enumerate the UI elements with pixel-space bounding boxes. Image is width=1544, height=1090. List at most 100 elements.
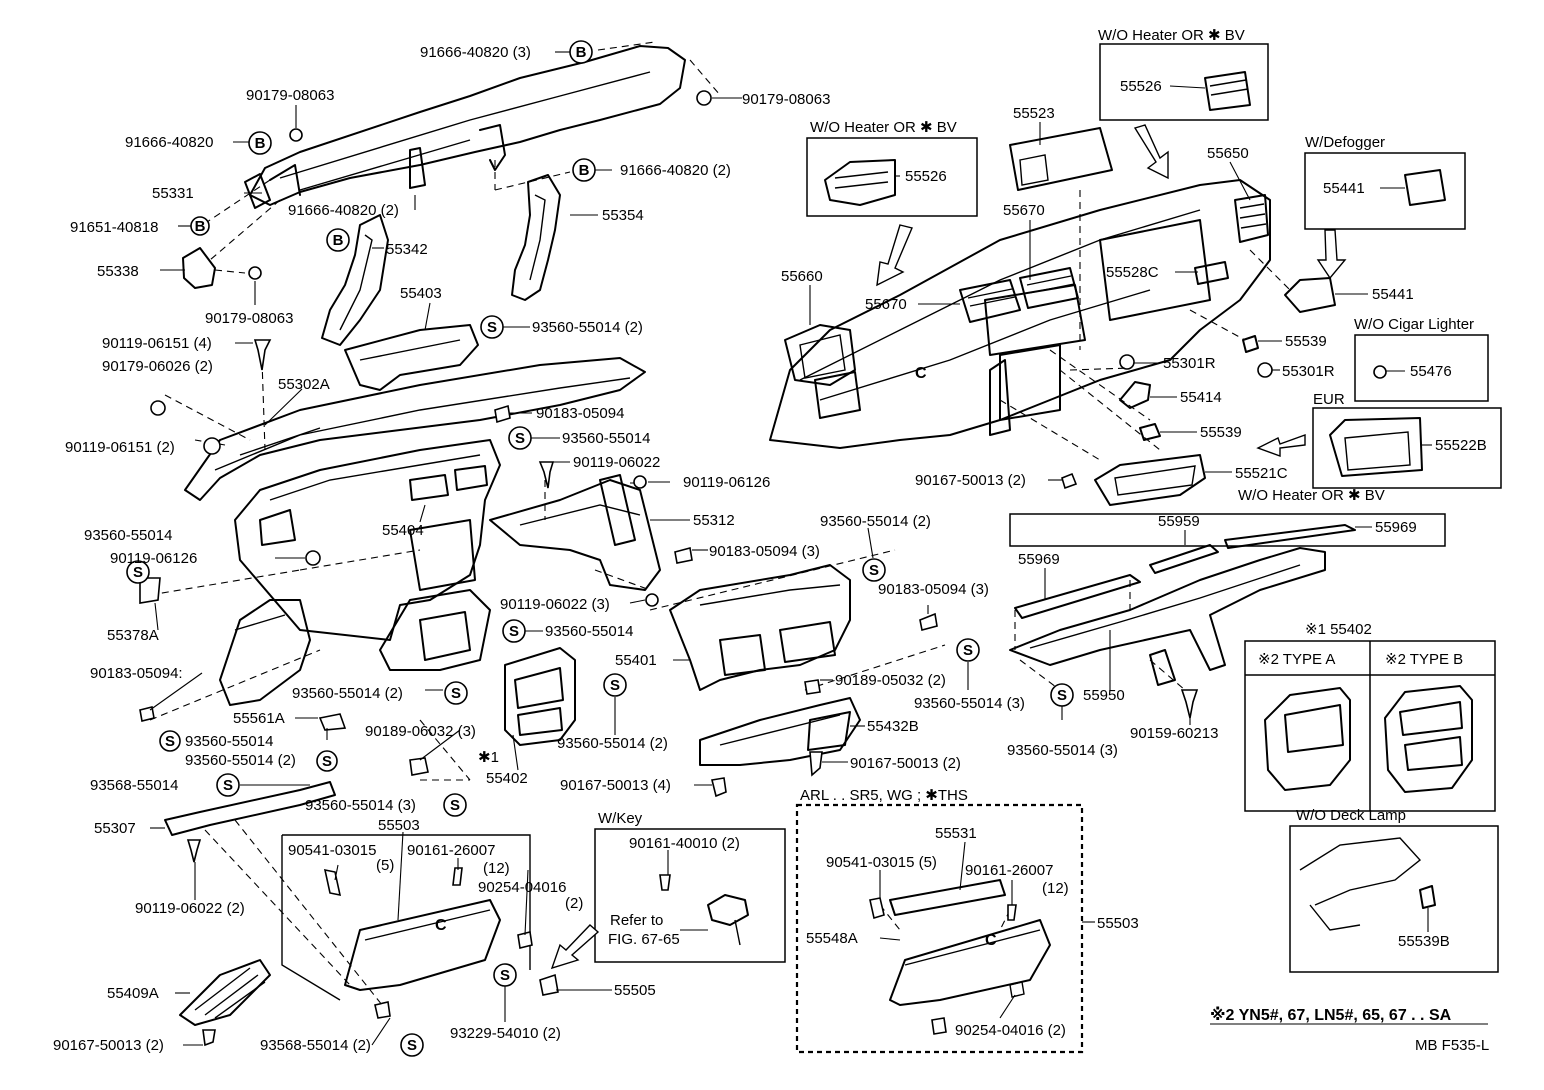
svg-text:S: S bbox=[610, 677, 620, 694]
part-label: 55441 bbox=[1372, 286, 1414, 303]
part-label: 90159-60213 bbox=[1130, 725, 1218, 742]
part-label: 90161-26007 bbox=[407, 842, 495, 859]
part-label: 90541-03015 (5) bbox=[826, 854, 937, 871]
marker-s-4: S bbox=[862, 558, 886, 582]
part-label: 90161-40010 (2) bbox=[629, 835, 740, 852]
glove-box-left: C bbox=[281, 834, 531, 1001]
part-label: 93560-55014 bbox=[84, 527, 172, 544]
arrow-left-box bbox=[876, 224, 913, 287]
part-label: 55331 bbox=[152, 185, 194, 202]
svg-text:S: S bbox=[450, 797, 460, 814]
part-label: 55401 bbox=[615, 652, 657, 669]
part-label: 91666-40820 (2) bbox=[288, 202, 399, 219]
header-w-key: W/Key bbox=[598, 810, 643, 827]
type-b-bezel bbox=[1384, 685, 1473, 793]
type-a-bezel bbox=[1264, 687, 1351, 791]
glove-box-right: C bbox=[889, 879, 1051, 1006]
svg-text:S: S bbox=[509, 623, 519, 640]
part-label: 90179-08063 bbox=[742, 91, 830, 108]
marker-s-9: S bbox=[1050, 683, 1074, 707]
left-brace bbox=[321, 214, 389, 346]
marker-s-2: S bbox=[508, 426, 532, 450]
figure-code: MB F535-L bbox=[1415, 1037, 1489, 1054]
part-label: 55403 bbox=[400, 285, 442, 302]
vent-55526-left bbox=[824, 159, 896, 206]
part-label: 93560-55014 (2) bbox=[185, 752, 296, 769]
part-label: 55307 bbox=[94, 820, 136, 837]
part-label: 90183-05094 bbox=[536, 405, 624, 422]
box-w-defogger bbox=[1304, 152, 1466, 230]
bezel-55402 bbox=[504, 647, 576, 746]
part-label: 55539 bbox=[1285, 333, 1327, 350]
part-label: 90119-06151 (2) bbox=[65, 439, 175, 456]
lower-trim-55950 bbox=[1009, 547, 1326, 686]
header-wo-deck: W/O Deck Lamp bbox=[1296, 807, 1406, 824]
svg-text:S: S bbox=[165, 733, 175, 750]
part-label: 93560-55014 (2) bbox=[292, 685, 403, 702]
leader-lines bbox=[149, 51, 1488, 1046]
part-label: 93560-55014 (3) bbox=[305, 797, 416, 814]
bracket-55338 bbox=[182, 247, 216, 289]
header-wo-cigar: W/O Cigar Lighter bbox=[1354, 316, 1474, 333]
marker-s-12: S bbox=[216, 773, 240, 797]
part-label: 55670 bbox=[1003, 202, 1045, 219]
part-label: 90189-05032 (2) bbox=[835, 672, 946, 689]
part-label: 55354 bbox=[602, 207, 644, 224]
svg-text:S: S bbox=[223, 777, 233, 794]
part-label: 55950 bbox=[1083, 687, 1125, 704]
part-label: 55414 bbox=[1180, 389, 1222, 406]
part-label: 90189-06032 (3) bbox=[365, 723, 476, 740]
marker-s-7: S bbox=[603, 673, 627, 697]
svg-text:B: B bbox=[333, 232, 344, 249]
part-label: 55441 bbox=[1323, 180, 1365, 197]
svg-text:S: S bbox=[407, 1037, 417, 1054]
svg-text:S: S bbox=[515, 430, 525, 447]
marker-s-6: S bbox=[956, 638, 980, 662]
part-label: 93560-55014 bbox=[562, 430, 650, 447]
part-label: 90119-06022 bbox=[573, 454, 660, 471]
tray-55521c bbox=[1094, 454, 1206, 506]
header-w-defogger: W/Defogger bbox=[1305, 134, 1385, 151]
part-label: 93560-55014 bbox=[545, 623, 633, 640]
part-label: 55522B bbox=[1435, 437, 1487, 454]
arrow-defogger bbox=[1316, 229, 1347, 280]
vent-55409a bbox=[179, 959, 271, 1026]
part-label: 93229-54010 (2) bbox=[450, 1025, 561, 1042]
vent-55650 bbox=[1234, 194, 1269, 243]
svg-text:S: S bbox=[500, 967, 510, 984]
part-label: 91666-40820 bbox=[125, 134, 213, 151]
box-w-key bbox=[594, 828, 786, 963]
part-label: 55312 bbox=[693, 512, 735, 529]
part-label: 55526 bbox=[1120, 78, 1162, 95]
svg-text:S: S bbox=[133, 564, 143, 581]
svg-text:S: S bbox=[487, 319, 497, 336]
part-label: 55302A bbox=[278, 376, 330, 393]
part-label: 90254-04016 (2) bbox=[955, 1022, 1066, 1039]
part-label: FIG. 67-65 bbox=[608, 931, 680, 948]
header-eur: EUR bbox=[1313, 391, 1345, 408]
part-label: 90183-05094 (3) bbox=[878, 581, 989, 598]
part-label: (5) bbox=[376, 857, 394, 874]
part-label: (12) bbox=[483, 860, 510, 877]
svg-text:B: B bbox=[579, 162, 590, 179]
arrow-top-box bbox=[1133, 124, 1169, 180]
part-label: 90119-06022 (2) bbox=[135, 900, 245, 917]
part-label: Refer to bbox=[610, 912, 663, 929]
part-label: 55548A bbox=[806, 930, 858, 947]
lower-bar bbox=[699, 697, 861, 766]
marker-s-15: S bbox=[400, 1033, 424, 1057]
part-label: 55523 bbox=[1013, 105, 1055, 122]
part-label: 55503 bbox=[378, 817, 420, 834]
svg-text:S: S bbox=[451, 685, 461, 702]
svg-text:B: B bbox=[576, 44, 587, 61]
part-label: 90254-04016 bbox=[478, 879, 566, 896]
part-label: 55561A bbox=[233, 710, 285, 727]
header-wo-heater-top: W/O Heater OR ✱ BV bbox=[1098, 27, 1245, 44]
part-label: 55378A bbox=[107, 627, 159, 644]
part-label: 55660 bbox=[781, 268, 823, 285]
header-wo-heater-left: W/O Heater OR ✱ BV bbox=[810, 119, 957, 136]
part-label: 55528C bbox=[1106, 264, 1159, 281]
marker-s-1: S bbox=[480, 315, 504, 339]
vent-55660 bbox=[784, 324, 856, 386]
part-label: 90119-06151 (4) bbox=[102, 335, 212, 352]
